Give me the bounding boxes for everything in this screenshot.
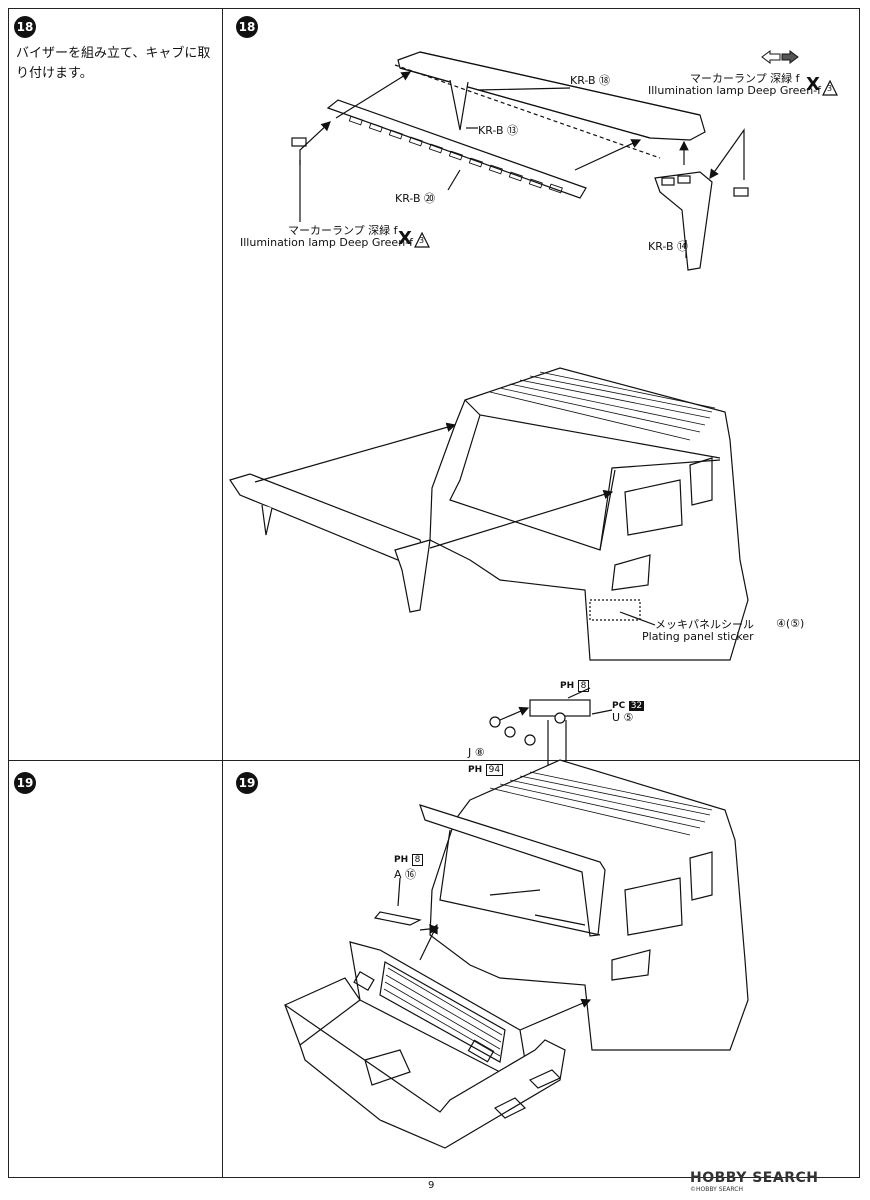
qty-3-right: 3	[827, 84, 833, 93]
label-kr-b-13: KR-B ⑬	[478, 124, 519, 137]
label-marker-lamp-en-left: Illumination lamp Deep Green-f	[240, 236, 414, 249]
qty-x-right: X	[806, 74, 820, 95]
watermark: HOBBY SEARCH	[690, 1170, 819, 1186]
lamp-piece-right	[733, 187, 749, 197]
cab-drawing-2	[419, 759, 749, 1051]
label-plating-en: Plating panel sticker	[642, 630, 754, 643]
column-divider	[222, 8, 223, 1178]
visor-assembled-1	[229, 473, 431, 613]
label-kr-b-14: KR-B ⑭	[648, 240, 689, 253]
label-kr-b-20: KR-B ⑳	[395, 192, 436, 205]
lamp-piece-left	[291, 137, 307, 147]
label-ph-94: PH 94	[468, 762, 504, 776]
label-ph-8-top: PH 8	[560, 678, 590, 692]
label-plating-jp: メッキパネルシール	[655, 618, 754, 631]
cab-drawing-1	[429, 367, 749, 661]
qty-3-left: 3	[419, 236, 425, 245]
label-a-16: A ⑯	[394, 868, 417, 881]
step-18-instruction: バイザーを組み立て、キャブに取り付けます。	[16, 46, 211, 81]
visor-top-part	[394, 51, 706, 159]
label-marker-lamp-en-right: Illumination lamp Deep Green-f	[648, 84, 822, 97]
warning-triangle-icon	[822, 79, 838, 96]
page-frame	[8, 8, 860, 1178]
step-19-badge-right: 19	[236, 772, 258, 794]
qty-x-left: X	[398, 228, 412, 249]
roof-lamp-parts	[489, 699, 591, 746]
front-bumper	[283, 977, 566, 1149]
double-arrow-icon	[760, 50, 800, 64]
label-pc-32: PC 32	[612, 701, 645, 711]
label-j-8: J ⑧	[468, 746, 485, 759]
label-u-5: U ⑤	[612, 711, 634, 724]
wiper-part	[373, 911, 422, 926]
bracket-part	[654, 171, 713, 271]
lamp-bar-part	[326, 99, 587, 199]
label-marker-lamp-jp-left: マーカーランプ 深緑 f	[288, 224, 398, 237]
label-kr-b-18: KR-B ⑱	[570, 74, 611, 87]
step-19-badge-left: 19	[14, 772, 36, 794]
step-divider	[8, 760, 860, 761]
watermark-sub: ©HOBBY SEARCH	[690, 1186, 743, 1193]
step-18-badge-right: 18	[236, 16, 258, 38]
label-marker-lamp-jp-right: マーカーランプ 深緑 f	[690, 72, 800, 85]
label-plating-number: ④(⑤)	[776, 617, 805, 630]
warning-triangle-icon-left	[414, 231, 430, 248]
label-ph-8-wiper: PH 8	[394, 852, 424, 866]
step-18-badge-left: 18	[14, 16, 36, 38]
page-number: 9	[428, 1180, 435, 1191]
